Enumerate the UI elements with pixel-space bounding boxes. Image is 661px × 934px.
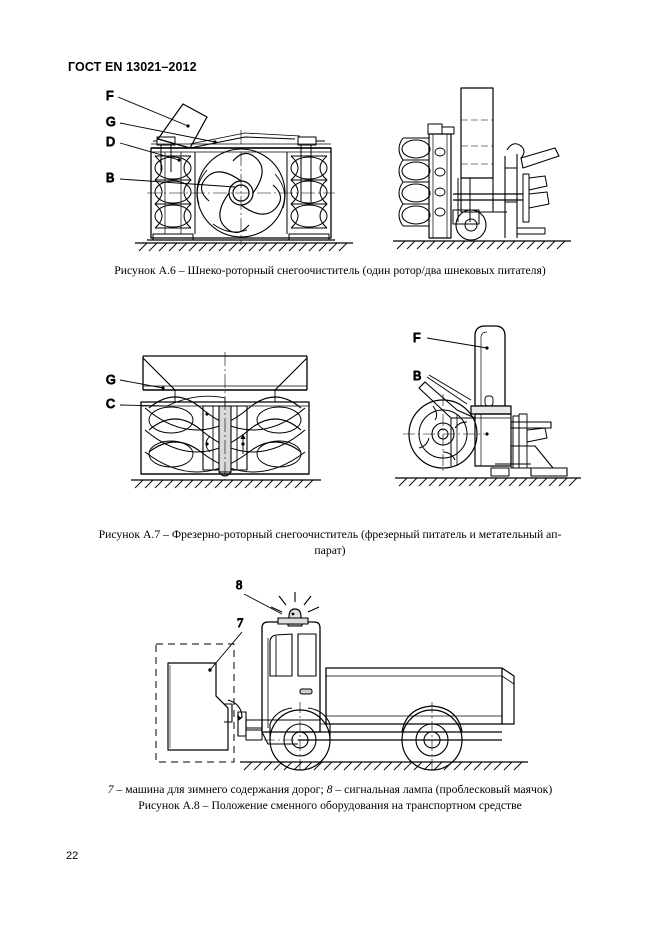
figure-a8-label-8: 8 — [236, 578, 242, 592]
document-header: ГОСТ EN 13021–2012 — [68, 60, 197, 74]
figure-a7-label-c: C — [106, 397, 115, 411]
figure-a8-legend-text-7: – машина для зимнего содержания дорог; — [113, 783, 327, 796]
figure-a7-label-g: G — [106, 373, 116, 387]
page-number: 22 — [66, 850, 79, 862]
figure-a8-legend-text-8: – сигнальная лампа (проблесковый маячок) — [332, 783, 553, 796]
figure-a7-caption-line2: парат) — [314, 543, 346, 557]
figure-a6-label-d: D — [106, 135, 115, 149]
figure-a7-caption: Рисунок А.7 – Фрезерно-роторный снегоочи… — [30, 527, 630, 558]
figure-a8-legend: 7 – машина для зимнего содержания дорог;… — [30, 782, 630, 798]
figure-a7-caption-line1: Рисунок А.7 – Фрезерно-роторный снегоочи… — [98, 528, 562, 541]
figure-a6-label-g: G — [106, 115, 116, 129]
figure-a8-drawing: 8 7 — [150, 572, 540, 771]
figure-a7-label-f: F — [413, 331, 421, 345]
figure-a8-caption-line: Рисунок А.8 – Положение сменного оборудо… — [138, 798, 522, 812]
figure-a8-caption: 7 – машина для зимнего содержания дорог;… — [30, 782, 630, 813]
figure-a7-drawing: G C — [95, 318, 581, 508]
figure-a8-legend-marker-7: 7 — [107, 783, 114, 796]
figure-a6-drawing: F G D B — [95, 82, 575, 252]
figure-a6-caption: Рисунок А.6 – Шнеко-роторный снегоочисти… — [114, 264, 546, 277]
figure-a7-label-b: B — [413, 369, 421, 383]
figure-a6-label-f: F — [106, 89, 114, 103]
figure-a6-label-b: B — [106, 171, 114, 185]
figure-a8-label-7: 7 — [237, 616, 243, 630]
figure-a8-legend-marker-8: 8 — [326, 783, 333, 796]
